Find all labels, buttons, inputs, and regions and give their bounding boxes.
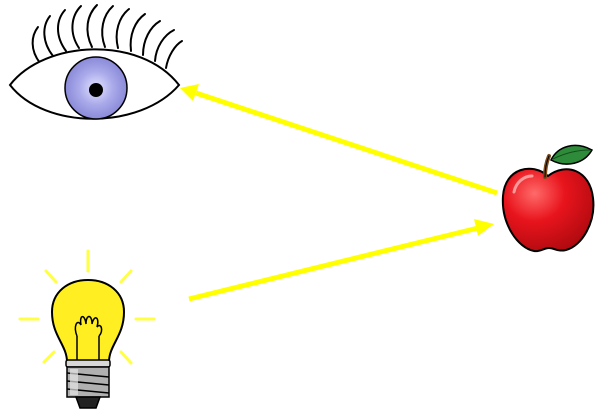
bulb-screw-base	[66, 366, 110, 398]
arrow-bulb-to-apple	[188, 219, 494, 302]
light-bulb-icon	[18, 249, 156, 409]
arrow-apple-to-eye	[180, 84, 498, 196]
eyelashes	[31, 4, 183, 69]
light-rays	[18, 249, 156, 365]
apple-icon	[501, 144, 595, 253]
apple-highlight	[512, 174, 534, 194]
apple-leaf-vein	[552, 149, 591, 160]
bulb-filament	[74, 315, 103, 362]
apple-body	[501, 167, 595, 253]
bulb-neck	[65, 359, 111, 368]
apple-stem-outline	[544, 155, 550, 178]
apple-leaf	[550, 144, 594, 165]
pupil	[89, 83, 103, 97]
bulb-tip	[74, 396, 102, 409]
eye-icon	[8, 4, 183, 120]
bulb-glass	[50, 278, 126, 363]
